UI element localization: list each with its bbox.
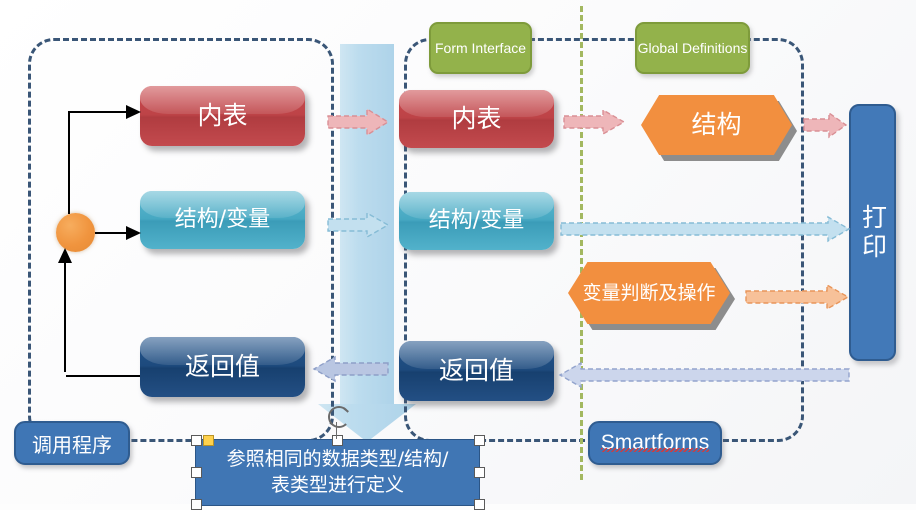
selection-handle-tc[interactable] [332,435,343,446]
calling-program-pill[interactable]: 调用程序 [14,421,130,465]
bottom-note-box[interactable]: 参照相同的数据类型/结构/ 表类型进行定义 [195,439,480,506]
connector-return-horizontal [60,368,140,378]
global-definitions-label: Global Definitions [637,39,748,56]
arrow-structure-to-print-long [560,215,851,243]
calling-program-label: 调用程序 [32,432,112,457]
connector-up-vertical [68,111,70,214]
left-structure-variable-box[interactable]: 结构/变量 [140,191,305,249]
spellcheck-squiggle [600,448,710,452]
connector-arrowhead-structure [126,226,142,245]
left-structure-variable-label: 结构/变量 [174,207,271,233]
right-internal-table-box[interactable]: 内表 [399,90,554,148]
arrow-print-to-return [558,361,850,389]
connector-arrowhead-internal-table [126,105,142,124]
rotation-handle[interactable] [328,406,350,428]
selection-handle-bl[interactable] [191,499,202,510]
selection-handle-ml[interactable] [191,467,202,478]
selection-adjust-handle[interactable] [203,435,214,446]
print-box[interactable]: 打印 [849,104,896,361]
arrow-variable-op-to-print [745,283,850,311]
calling-program-panel [28,38,334,442]
right-structure-variable-label: 结构/变量 [428,208,525,234]
selection-handle-tr[interactable] [474,435,485,446]
form-interface-label: Form Interface [434,39,527,56]
structure-hexagon-label: 结构 [691,110,742,139]
arrow-return-transfer [312,355,389,383]
connector-arrowhead-return [58,248,72,269]
connector-return-vertical [64,258,66,372]
arrow-structure-transfer [327,211,390,239]
left-internal-table-label: 内表 [197,100,248,130]
smartforms-label-wrap: Smartforms [600,431,710,455]
right-internal-table-label: 内表 [451,103,502,133]
structure-hexagon[interactable]: 结构 [641,95,797,161]
bottom-note-text: 参照相同的数据类型/结构/ 表类型进行定义 [227,447,449,498]
entry-point-node[interactable] [56,213,95,252]
global-definitions-tag[interactable]: Global Definitions [635,22,750,74]
bottom-note-line2: 表类型进行定义 [270,473,404,496]
green-dashed-divider [580,6,583,480]
arrow-internal-table-transfer [327,107,390,137]
left-return-value-box[interactable]: 返回值 [140,337,305,397]
variable-judgement-hexagon-label: 变量判断及操作 [582,281,716,304]
smartforms-pill[interactable]: Smartforms [588,421,722,465]
arrow-table-to-structure [563,108,626,136]
arrow-structure-to-print [803,111,848,139]
selection-handle-mr[interactable] [474,467,485,478]
right-return-value-box[interactable]: 返回值 [399,341,554,401]
variable-judgement-hexagon[interactable]: 变量判断及操作 [568,262,735,330]
connector-right-horizontal [95,232,132,234]
selection-handle-br[interactable] [474,499,485,510]
rotation-stem [336,422,337,439]
left-return-value-label: 返回值 [184,351,260,381]
structure-hexagon-body: 结构 [641,95,792,155]
left-internal-table-box[interactable]: 内表 [140,86,305,146]
right-structure-variable-box[interactable]: 结构/变量 [399,192,554,250]
right-return-value-label: 返回值 [438,355,514,385]
print-label: 打印 [858,203,888,262]
variable-judgement-hexagon-body: 变量判断及操作 [568,262,730,324]
selection-handle-tl[interactable] [191,435,202,446]
bottom-note-line1: 参照相同的数据类型/结构/ [226,447,449,470]
form-interface-tag[interactable]: Form Interface [429,22,532,74]
connector-up-horizontal [68,111,130,113]
